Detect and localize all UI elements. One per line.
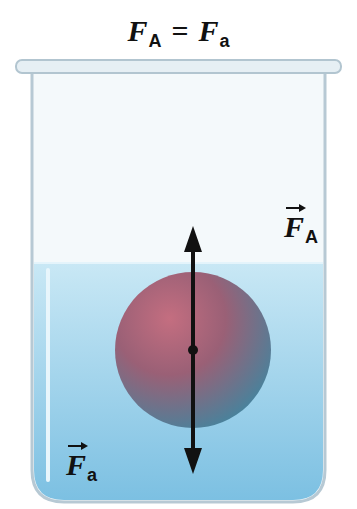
gravity-force-arrow xyxy=(191,350,195,454)
buoyant-force-label: FA xyxy=(284,212,318,246)
subscript: A xyxy=(305,227,318,247)
arrow-head xyxy=(184,448,202,474)
force-symbol: F xyxy=(66,448,86,481)
title-equation: FA=Fa xyxy=(127,16,229,50)
subscript: a xyxy=(87,465,97,485)
glass-highlight xyxy=(46,270,50,480)
gravity-force-label: Fa xyxy=(66,450,97,484)
center-dot xyxy=(188,345,198,355)
force-symbol: F xyxy=(127,14,147,47)
subscript: a xyxy=(220,31,230,51)
buoyant-force-arrow xyxy=(191,246,195,350)
equals-sign: = xyxy=(171,14,188,47)
force-symbol: F xyxy=(199,14,219,47)
beaker-body xyxy=(32,72,325,502)
water xyxy=(34,262,323,500)
force-symbol: F xyxy=(284,210,304,243)
water-surface xyxy=(34,262,323,264)
beaker-rim xyxy=(16,60,341,73)
arrow-head xyxy=(184,226,202,252)
subscript: A xyxy=(148,31,161,51)
